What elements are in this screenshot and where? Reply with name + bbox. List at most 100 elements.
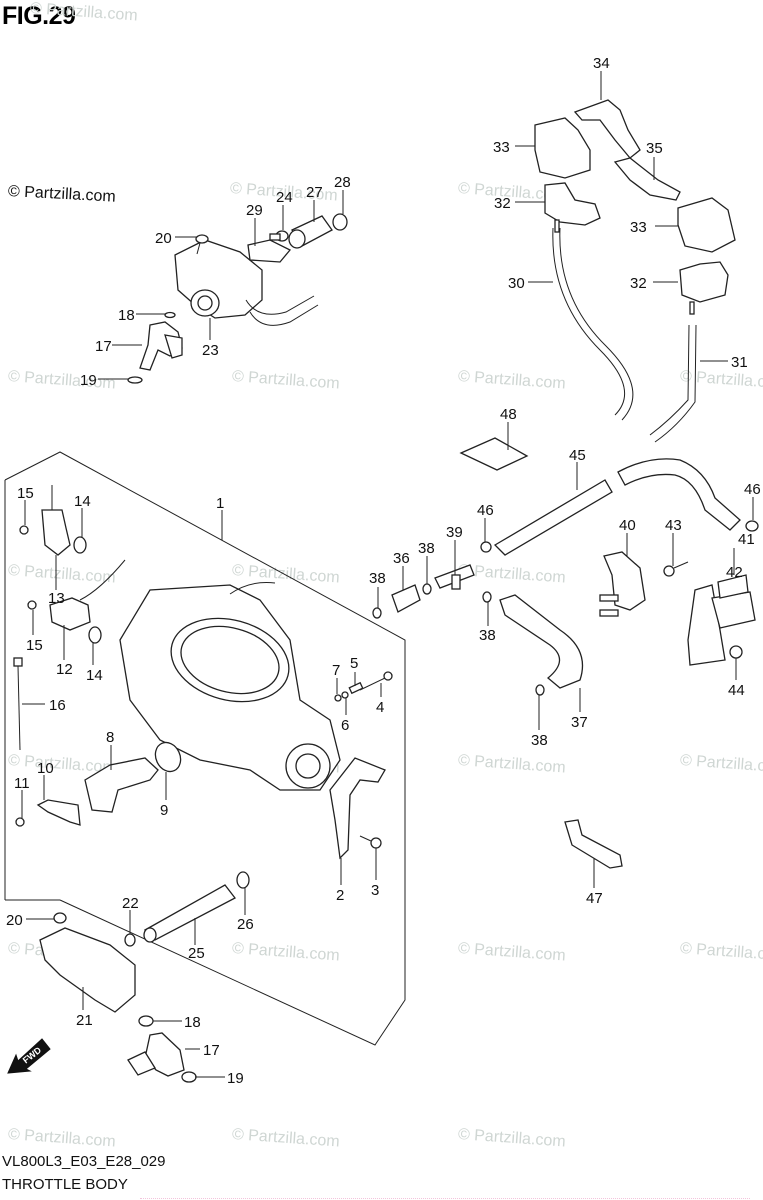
hose-36	[391, 584, 421, 613]
callout-30[interactable]: 30	[508, 275, 525, 292]
o-ring-28	[332, 213, 348, 231]
callout-16[interactable]: 16	[49, 697, 66, 714]
callout-37[interactable]: 37	[571, 714, 588, 731]
fuel-delivery-pipe	[174, 239, 319, 326]
callout-21[interactable]: 21	[76, 1012, 93, 1029]
callout-25[interactable]: 25	[188, 945, 205, 962]
callout-33-top[interactable]: 33	[493, 139, 510, 156]
bracket-10	[36, 799, 81, 826]
callout-10[interactable]: 10	[37, 760, 54, 777]
callout-7[interactable]: 7	[332, 662, 340, 679]
bracket-35	[613, 157, 681, 201]
callout-38-a[interactable]: 38	[369, 570, 386, 587]
callout-24[interactable]: 24	[276, 189, 293, 206]
pipe-25	[143, 884, 236, 943]
callout-14-top[interactable]: 14	[74, 493, 91, 510]
callout-8[interactable]: 8	[106, 729, 114, 746]
screw-15-top	[19, 525, 29, 535]
callout-18-top[interactable]: 18	[118, 307, 135, 324]
sensor-32-bottom	[679, 261, 729, 315]
sensor-13	[41, 485, 71, 556]
callout-23[interactable]: 23	[202, 342, 219, 359]
bracket-47	[564, 819, 623, 869]
callout-20-top[interactable]: 20	[155, 230, 172, 247]
callout-27[interactable]: 27	[306, 184, 323, 201]
solenoid-valve-40	[599, 551, 646, 617]
callout-22[interactable]: 22	[122, 895, 139, 912]
callout-33-bottom[interactable]: 33	[630, 219, 647, 236]
screw-20-bottom	[53, 912, 67, 924]
callout-41[interactable]: 41	[738, 531, 755, 548]
callout-46-right[interactable]: 46	[744, 481, 761, 498]
callout-5[interactable]: 5	[350, 655, 358, 672]
callout-9[interactable]: 9	[160, 802, 168, 819]
callouts: 1 2 3 4 5 6 7 8 9 10 11 12 13 14 14 15 1…	[6, 55, 761, 1087]
o-ring-9	[154, 741, 182, 773]
callout-20-bottom[interactable]: 20	[6, 912, 23, 929]
screw-15-bottom	[27, 600, 37, 610]
callout-42[interactable]: 42	[726, 564, 743, 581]
callout-38-c[interactable]: 38	[479, 627, 496, 644]
callout-18-bottom[interactable]: 18	[184, 1014, 201, 1031]
callout-47[interactable]: 47	[586, 890, 603, 907]
o-ring-19-bottom	[181, 1071, 197, 1083]
callout-46-left[interactable]: 46	[477, 502, 494, 519]
callout-45[interactable]: 45	[569, 447, 586, 464]
callout-6[interactable]: 6	[341, 717, 349, 734]
forward-direction-indicator: FWD	[6, 1033, 52, 1080]
callout-3[interactable]: 3	[371, 882, 379, 899]
label-48	[459, 437, 529, 471]
bracket-2	[329, 757, 386, 860]
callout-13[interactable]: 13	[48, 590, 65, 607]
diagram-caption: THROTTLE BODY	[2, 1176, 128, 1193]
callout-19-bottom[interactable]: 19	[227, 1070, 244, 1087]
callout-34[interactable]: 34	[593, 55, 610, 72]
callout-4[interactable]: 4	[376, 699, 384, 716]
spring-5	[348, 681, 364, 695]
label-42	[717, 574, 749, 599]
callout-31[interactable]: 31	[731, 354, 748, 371]
callout-32-bottom[interactable]: 32	[630, 275, 647, 292]
o-ring-18-top	[164, 311, 176, 319]
throttle-body-1	[119, 582, 341, 791]
fuel-injector-17-top	[139, 321, 183, 371]
callout-14-bottom[interactable]: 14	[86, 667, 103, 684]
fuel-rail-21	[39, 927, 136, 1013]
callout-43[interactable]: 43	[665, 517, 682, 534]
callout-38-b[interactable]: 38	[418, 540, 435, 557]
bracket-34	[573, 99, 641, 159]
callout-38-d[interactable]: 38	[531, 732, 548, 749]
bolt-43	[663, 561, 689, 577]
callout-2[interactable]: 2	[336, 887, 344, 904]
leader-lines	[21, 71, 754, 1078]
callout-32-top[interactable]: 32	[494, 195, 511, 212]
callout-15-top[interactable]: 15	[17, 485, 34, 502]
callout-29[interactable]: 29	[246, 202, 263, 219]
callout-12[interactable]: 12	[56, 661, 73, 678]
callout-17-bottom[interactable]: 17	[203, 1042, 220, 1059]
callout-36[interactable]: 36	[393, 550, 410, 567]
fuel-injector-17-bottom	[127, 1032, 185, 1077]
nut-44	[729, 645, 743, 659]
clamp-46-left	[480, 541, 492, 553]
assembly-boundary	[4, 451, 406, 1046]
callout-44[interactable]: 44	[728, 682, 745, 699]
forward-arrow-icon: FWD	[7, 1038, 51, 1074]
callout-39[interactable]: 39	[446, 524, 463, 541]
callout-40[interactable]: 40	[619, 517, 636, 534]
cable-tie-16	[13, 657, 23, 751]
o-ring-22	[124, 933, 136, 947]
hose-37	[499, 594, 584, 689]
callout-17-top[interactable]: 17	[95, 338, 112, 355]
clamp-38	[372, 583, 545, 696]
callout-1[interactable]: 1	[216, 495, 224, 512]
callout-19-top[interactable]: 19	[80, 372, 97, 389]
callout-11[interactable]: 11	[14, 775, 30, 792]
callout-26[interactable]: 26	[237, 916, 254, 933]
joint-39	[434, 564, 475, 590]
callout-28[interactable]: 28	[334, 174, 351, 191]
callout-15-bottom[interactable]: 15	[26, 637, 43, 654]
callout-35[interactable]: 35	[646, 140, 663, 157]
callout-48[interactable]: 48	[500, 406, 517, 423]
screw-11	[15, 817, 25, 827]
